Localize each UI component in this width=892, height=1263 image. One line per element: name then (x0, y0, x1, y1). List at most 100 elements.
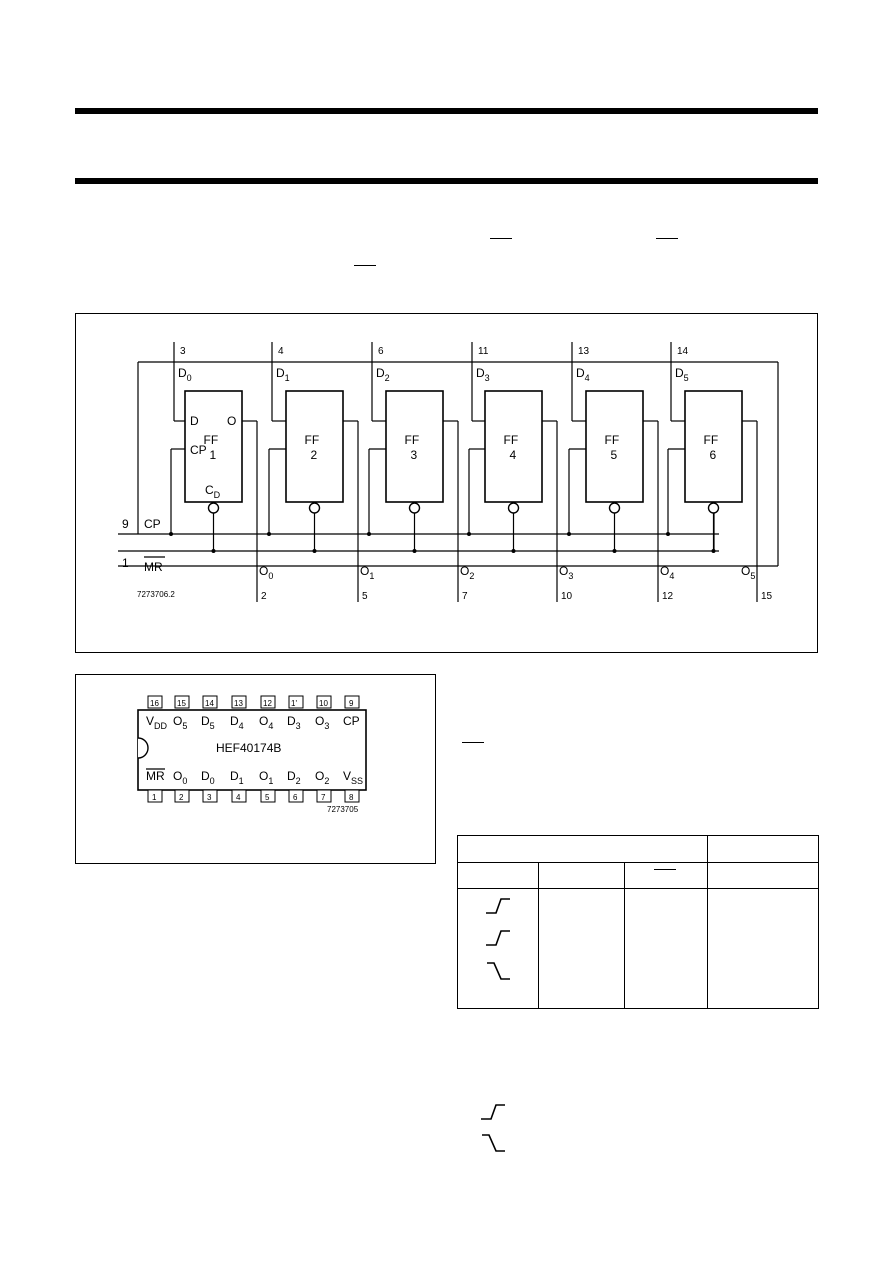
ff-number: 4 (510, 448, 517, 462)
ff-name: FF (405, 433, 420, 447)
ff-number: 1 (210, 448, 217, 462)
junction-dot (367, 532, 371, 536)
q-pin-number: 15 (761, 591, 773, 602)
bottom-pin-number: 1 (152, 793, 157, 802)
cp-label: CP (144, 517, 161, 531)
top-pin-number: 13 (234, 699, 243, 708)
d-pin-number: 14 (677, 346, 689, 357)
d-pin-number: 3 (180, 346, 186, 357)
bottom-pin-box (202, 789, 218, 803)
ff1-q-label: O (227, 414, 236, 428)
figure-code: 7273706.2 (137, 590, 175, 599)
pinning-figure-code: 7273705 (327, 805, 359, 814)
second-rule (75, 178, 818, 184)
junction-dot (211, 549, 216, 553)
top-rule (75, 108, 818, 114)
ff-number: 2 (311, 448, 318, 462)
bottom-pin-number: 2 (179, 793, 184, 802)
clear-bubble (308, 502, 321, 514)
top-pin-number: 16 (150, 699, 159, 708)
ff1-cp-label: CP (190, 443, 207, 457)
ff-name: FF (605, 433, 620, 447)
flip-flop-box (484, 390, 543, 503)
bottom-pin-number: 5 (265, 793, 270, 802)
top-pin-box (288, 695, 304, 709)
rising-edge-icon (481, 1104, 505, 1120)
ff-name: FF (504, 433, 519, 447)
flip-flop-box (684, 390, 743, 503)
flip-flop-box (184, 390, 243, 503)
part-number: HEF40174B (216, 741, 281, 755)
d-input-label: D1 (276, 366, 290, 383)
ff-number: 3 (411, 448, 418, 462)
junction-dot (467, 532, 471, 536)
top-pin-number: 1' (291, 699, 297, 708)
rising-edge-icon (486, 898, 510, 914)
top-pin-number: 12 (263, 699, 272, 708)
overline-mark (354, 265, 376, 266)
bottom-pin-box (147, 789, 163, 803)
top-pin-box (260, 695, 276, 709)
d-input-label: D4 (576, 366, 590, 383)
junction-dot (412, 549, 417, 553)
overline-mark (490, 238, 512, 239)
bottom-pin-number: 7 (321, 793, 326, 802)
bottom-pin-number: 4 (236, 793, 241, 802)
mr-pin-number: 1 (122, 556, 129, 570)
d-input-label: D0 (178, 366, 192, 383)
overline-mark (656, 238, 678, 239)
junction-dot (666, 532, 670, 536)
ic-notch (137, 737, 149, 759)
top-pin-box (316, 695, 332, 709)
top-pin-box (231, 695, 247, 709)
top-pin-box (202, 695, 218, 709)
d-input-label: D5 (675, 366, 689, 383)
mr-label: MR (144, 560, 163, 574)
top-pin-number: 14 (205, 699, 214, 708)
ff-name: FF (204, 433, 219, 447)
table-frame (457, 835, 819, 1009)
clear-bubble (207, 502, 220, 514)
clear-bubble (707, 502, 720, 514)
top-pin-number: 15 (177, 699, 186, 708)
top-pin-number: 10 (319, 699, 328, 708)
top-pin-box (147, 695, 163, 709)
q-pin-number: 7 (462, 591, 468, 602)
d-pin-number: 6 (378, 346, 384, 357)
clear-bubble (408, 502, 421, 514)
q-pin-number: 2 (261, 591, 267, 602)
bottom-pin-box (344, 789, 360, 803)
pinning-content: 16VDD15O514D513D412O41'D310O39CP1MR2O03D… (137, 695, 367, 814)
junction-dot (267, 532, 271, 536)
d-input-label: D3 (476, 366, 490, 383)
ic-body (137, 709, 367, 791)
rising-edge-icon (486, 930, 510, 946)
flip-flop-box (585, 390, 644, 503)
falling-edge-icon (482, 1134, 505, 1152)
ff-number: 6 (710, 448, 717, 462)
top-pin-number: 9 (349, 699, 354, 708)
cp-pin-number: 9 (122, 517, 129, 531)
flip-flop-box (385, 390, 444, 503)
top-pin-box (174, 695, 190, 709)
ff-name: FF (305, 433, 320, 447)
d-pin-number: 4 (278, 346, 284, 357)
junction-dot (312, 549, 317, 553)
d-pin-number: 11 (478, 346, 489, 357)
q-pin-number: 12 (662, 591, 674, 602)
bottom-pin-box (260, 789, 276, 803)
junction-dot (511, 549, 516, 553)
junction-dot (612, 549, 617, 553)
q-pin-number: 10 (561, 591, 573, 602)
top-pin-label: CP (343, 714, 360, 728)
ff1-d-label: D (190, 414, 199, 428)
ff-number: 5 (611, 448, 618, 462)
bottom-pin-number: 6 (293, 793, 298, 802)
clear-bubble (507, 502, 520, 514)
clear-bubble (608, 502, 621, 514)
q-pin-number: 5 (362, 591, 368, 602)
